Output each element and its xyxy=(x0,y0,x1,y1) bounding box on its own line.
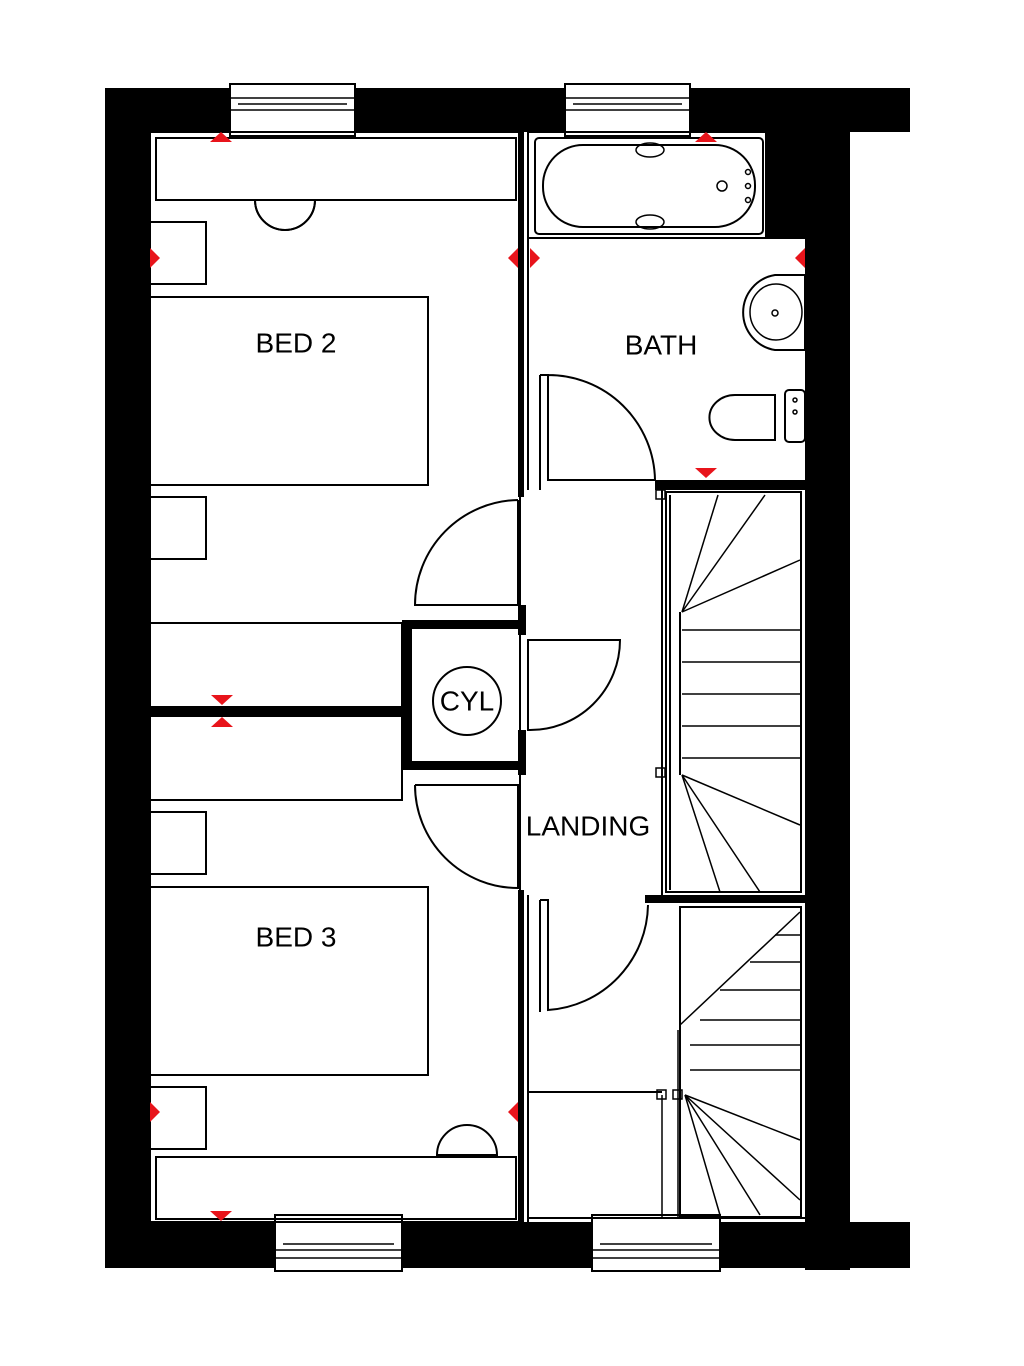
toilet-bowl xyxy=(708,394,776,441)
window-bed2 xyxy=(229,83,356,137)
chair xyxy=(253,199,317,231)
door-bath xyxy=(540,374,657,481)
door-bed3 xyxy=(414,784,519,890)
inner-walls xyxy=(149,131,805,1223)
room-label-bath: BATH xyxy=(625,329,698,360)
bed2-furniture xyxy=(149,137,517,708)
bed xyxy=(149,886,429,1076)
door-bed2 xyxy=(413,499,519,606)
sink xyxy=(742,274,806,351)
room-label-landing: LANDING xyxy=(526,810,650,841)
storage xyxy=(149,622,403,708)
room-label-cyl: CYL xyxy=(440,685,494,716)
bedside-table xyxy=(149,221,207,285)
storage xyxy=(149,715,403,801)
bathtub-basin xyxy=(542,144,756,228)
cylinder-icon xyxy=(432,666,502,736)
door-landing xyxy=(540,899,649,1012)
window-bath xyxy=(564,83,691,137)
bedside-table xyxy=(149,1086,207,1150)
bathtub xyxy=(534,137,764,235)
window-bed3 xyxy=(274,1214,403,1272)
outer-walls xyxy=(105,88,910,1270)
room-label-bed2: BED 2 xyxy=(256,327,337,358)
bedside-table xyxy=(149,811,207,875)
door-cyl xyxy=(527,639,622,732)
bedside-table xyxy=(149,496,207,560)
bathroom-fixtures xyxy=(534,137,806,443)
windows xyxy=(229,83,721,1272)
room-label-bed3: BED 3 xyxy=(256,921,337,952)
wardrobe xyxy=(155,137,517,201)
desk xyxy=(155,1156,517,1220)
bed3-furniture xyxy=(149,715,517,1220)
chair xyxy=(435,1124,499,1156)
bed xyxy=(149,296,429,486)
toilet-cistern xyxy=(784,389,806,443)
staircase xyxy=(655,489,802,1218)
dimension-markers xyxy=(150,132,805,1221)
window-landing xyxy=(591,1214,721,1272)
doors xyxy=(413,374,657,1012)
